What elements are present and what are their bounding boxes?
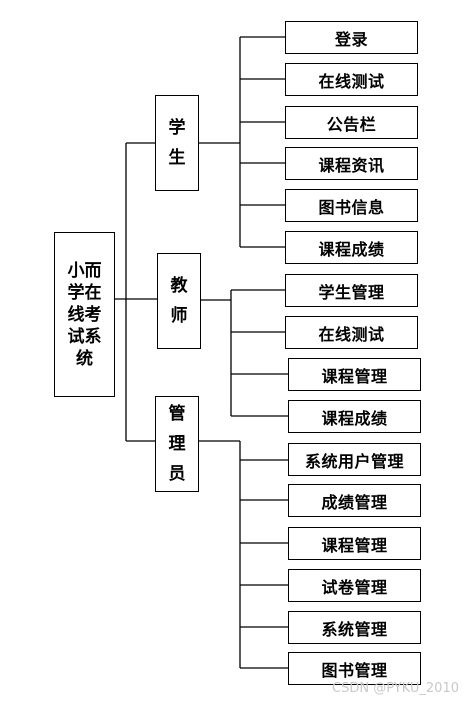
leaf-node: 课程管理 <box>288 358 421 391</box>
role-label-teacher: 教师 <box>170 276 188 326</box>
teacher-connector <box>200 289 288 417</box>
role-label-student: 学生 <box>168 118 186 168</box>
leaf-node: 登录 <box>285 21 418 54</box>
leaf-label: 课程成绩 <box>318 239 385 259</box>
admin-connector <box>198 440 288 669</box>
role-label-admin: 管理员 <box>168 404 186 484</box>
leaf-node: 课程成绩 <box>285 231 418 264</box>
leaf-node: 公告栏 <box>285 106 418 139</box>
leaf-label: 成绩管理 <box>321 492 388 512</box>
root-node: 小而学在线考试系统 <box>54 232 115 397</box>
leaf-node: 学生管理 <box>285 274 418 307</box>
role-node-admin: 管理员 <box>155 396 199 492</box>
leaf-node: 系统用户管理 <box>288 443 421 476</box>
leaf-node: 课程管理 <box>288 527 421 560</box>
leaf-node: 在线测试 <box>285 316 418 349</box>
leaf-label: 登录 <box>334 29 368 49</box>
leaf-label: 图书管理 <box>321 660 388 680</box>
leaf-label: 在线测试 <box>318 71 385 91</box>
leaf-node: 课程资讯 <box>285 147 418 180</box>
leaf-node: 在线测试 <box>285 63 418 96</box>
watermark: CSDN @PYKU_2010 <box>332 681 459 696</box>
leaf-label: 课程资讯 <box>318 155 385 175</box>
root-label: 小而学在线考试系统 <box>67 260 102 369</box>
root-connector <box>114 142 158 442</box>
role-node-teacher: 教师 <box>157 253 201 349</box>
role-node-student: 学生 <box>155 95 199 191</box>
leaf-label: 公告栏 <box>326 114 377 134</box>
leaf-label: 课程管理 <box>321 535 388 555</box>
leaf-label: 课程管理 <box>321 366 388 386</box>
leaf-node: 课程成绩 <box>288 400 421 433</box>
student-connector <box>198 36 285 248</box>
leaf-node: 成绩管理 <box>288 484 421 517</box>
leaf-label: 系统用户管理 <box>304 451 404 471</box>
leaf-label: 学生管理 <box>318 282 385 302</box>
leaf-label: 试卷管理 <box>321 577 388 597</box>
leaf-node: 试卷管理 <box>288 569 421 602</box>
leaf-node: 图书信息 <box>285 189 418 222</box>
leaf-node: 图书管理 <box>288 652 421 685</box>
leaf-node: 系统管理 <box>288 611 421 644</box>
leaf-label: 课程成绩 <box>321 408 388 428</box>
leaf-label: 在线测试 <box>318 324 385 344</box>
leaf-label: 系统管理 <box>321 619 388 639</box>
leaf-label: 图书信息 <box>318 197 385 217</box>
